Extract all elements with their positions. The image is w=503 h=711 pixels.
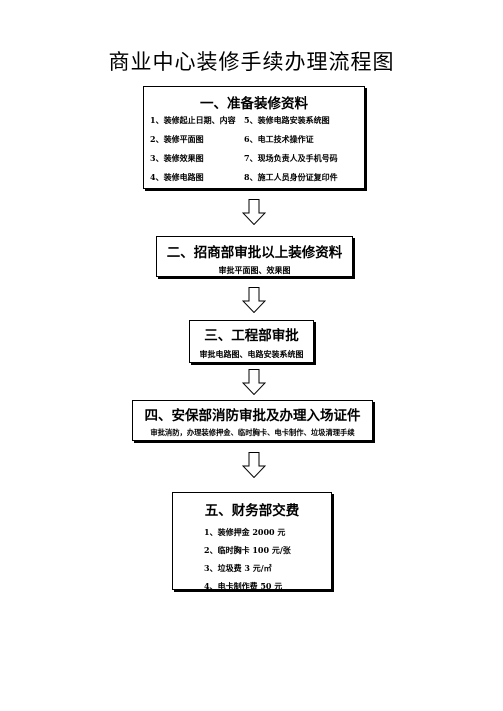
- down-arrow-icon: [242, 369, 266, 395]
- step-1-requirements: 1、装修起止日期、内容 5、装修电路安装系统图 2、装修平面图 6、电工技术操作…: [150, 115, 362, 191]
- requirement-row: 2、装修平面图 6、电工技术操作证: [150, 134, 362, 153]
- step-4-detail: 审批消防，办理装修押金、临时胸卡、电卡制作、垃圾清理手续: [150, 428, 355, 437]
- requirement-row: 3、装修效果图 7、现场负责人及手机号码: [150, 153, 362, 172]
- step-1-heading: 一、准备装修资料: [200, 96, 308, 112]
- step-4-heading: 四、安保部消防审批及办理入场证件: [144, 408, 361, 424]
- step-4-box: 四、安保部消防审批及办理入场证件 审批消防，办理装修押金、临时胸卡、电卡制作、垃…: [132, 400, 373, 441]
- requirement-item: 1、装修起止日期、内容: [150, 115, 236, 125]
- step-2-detail: 审批平面图、效果图: [218, 265, 291, 275]
- step-2-box: 二、招商部审批以上装修资料 审批平面图、效果图: [156, 236, 353, 277]
- step-3-detail: 审批电路图、电路安装系统图: [199, 349, 304, 359]
- requirement-row: 1、装修起止日期、内容 5、装修电路安装系统图: [150, 115, 362, 134]
- step-3-box: 三、工程部审批 审批电路图、电路安装系统图: [189, 320, 314, 363]
- step-1-box: 一、准备装修资料 1、装修起止日期、内容 5、装修电路安装系统图 2、装修平面图…: [143, 86, 365, 189]
- requirement-item: 2、装修平面图: [150, 134, 204, 144]
- step-5-box: 五、财务部交费 1、装修押金 2000 元 2、临时胸卡 100 元/张 3、垃…: [172, 492, 332, 591]
- down-arrow-icon: [242, 287, 266, 313]
- requirement-item: 3、装修效果图: [150, 153, 204, 163]
- down-arrow-icon: [242, 452, 266, 478]
- fee-item: 2、临时胸卡 100 元/张: [204, 545, 291, 555]
- step-2-heading: 二、招商部审批以上装修资料: [166, 245, 343, 261]
- requirement-item: 5、装修电路安装系统图: [244, 115, 330, 125]
- fee-item: 4、电卡制作费 50 元: [204, 581, 283, 591]
- fee-item: 1、装修押金 2000 元: [204, 527, 286, 537]
- step-5-heading: 五、财务部交费: [204, 503, 300, 519]
- fee-item: 3、垃圾费 3 元/㎡: [204, 563, 272, 573]
- requirement-item: 4、装修电路图: [150, 172, 204, 182]
- requirement-item: 6、电工技术操作证: [244, 134, 314, 144]
- fee-list: 1、装修押金 2000 元 2、临时胸卡 100 元/张 3、垃圾费 3 元/㎡…: [204, 523, 331, 595]
- requirement-row: 4、装修电路图 8、施工人员身份证复印件: [150, 172, 362, 191]
- step-3-heading: 三、工程部审批: [204, 328, 299, 344]
- down-arrow-icon: [242, 199, 266, 225]
- requirement-item: 7、现场负责人及手机号码: [244, 153, 338, 163]
- page-title: 商业中心装修手续办理流程图: [108, 50, 395, 74]
- requirement-item: 8、施工人员身份证复印件: [244, 172, 338, 182]
